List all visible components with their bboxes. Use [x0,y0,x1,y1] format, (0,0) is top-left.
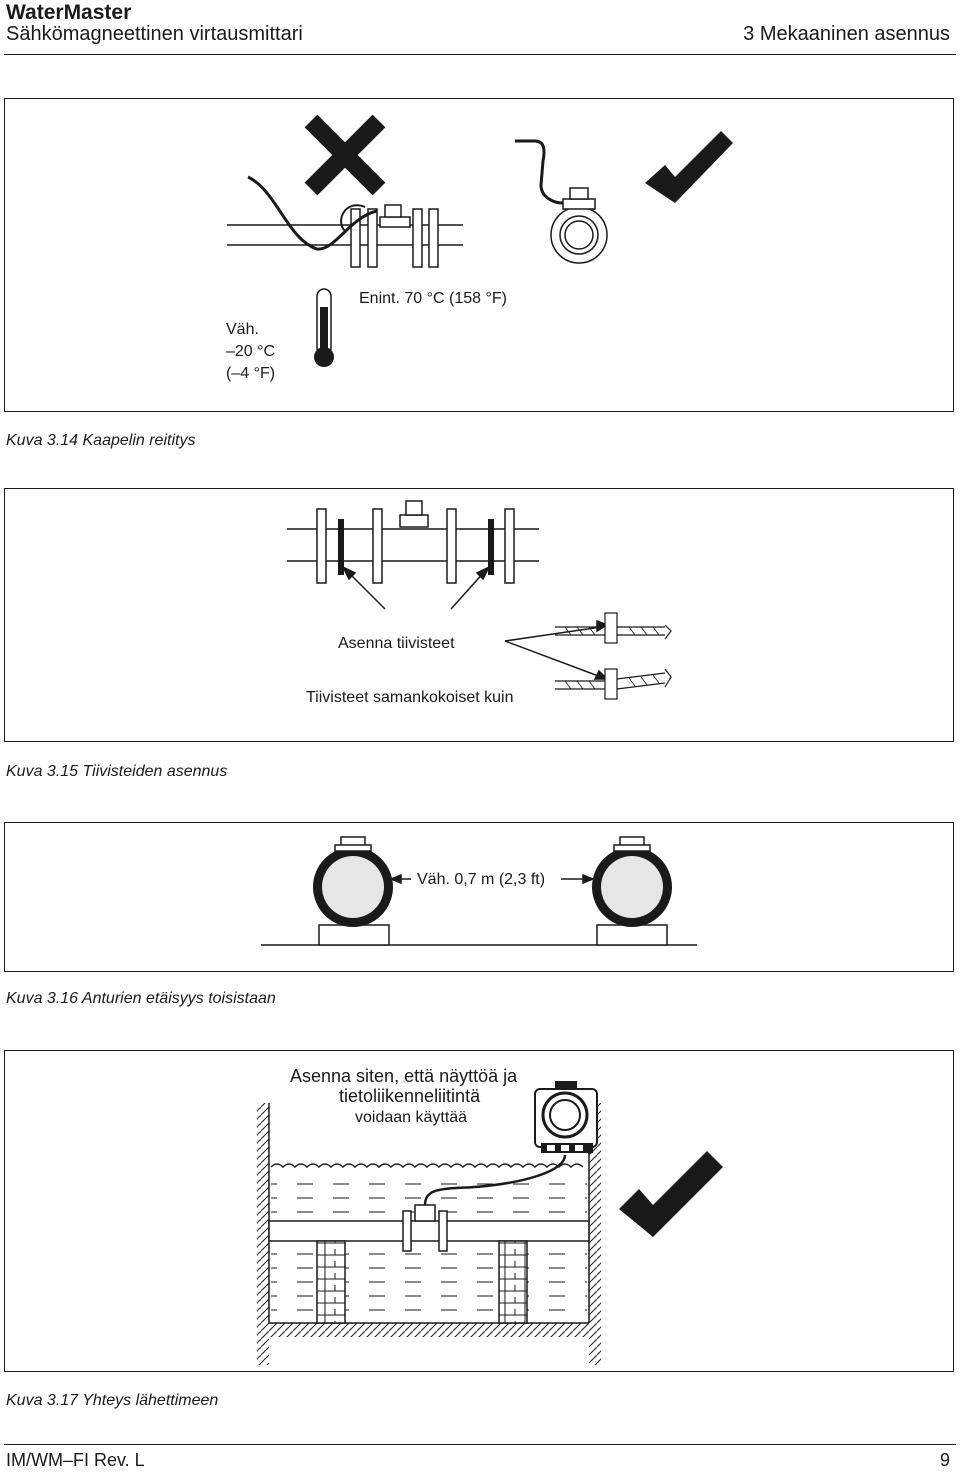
caption-figure-3-15: Kuva 3.15 Tiivisteiden asennus [6,763,228,780]
caption-figure-3-17: Kuva 3.17 Yhteys lähettimeen [6,1392,219,1409]
figure-cable-routing: Enint. 70 °C (158 °F) Väh. –20 °C (–4 °F… [4,98,954,412]
connection-note-line-3: voidaan käyttää [355,1109,468,1126]
brand-title: WaterMaster [6,1,132,24]
figure-gasket-installation: Asenna tiivisteet Tiivisteet samankokois… [4,488,954,742]
section-title: 3 Mekaaninen asennus [743,23,950,45]
max-temperature-label: Enint. 70 °C (158 °F) [359,290,507,307]
transmitter-connection-drawing [257,1081,723,1365]
footer-rule [4,1444,956,1445]
min-temperature-label-1: Väh. [226,321,259,338]
caption-figure-3-14: Kuva 3.14 Kaapelin reititys [6,432,196,449]
install-gaskets-label: Asenna tiivisteet [338,635,455,652]
connection-note-line-1: Asenna siten, että näyttöä ja [290,1066,518,1086]
min-temperature-label-3: (–4 °F) [226,365,276,382]
sensor-spacing-drawing [261,836,697,946]
document-subtitle: Sähkömagneettinen virtausmittari [6,23,303,45]
gasket-installation-drawing [287,500,672,700]
minimum-distance-label: Väh. 0,7 m (2,3 ft) [417,871,546,888]
min-temperature-label-2: –20 °C [226,343,276,360]
figure-sensor-spacing: Väh. 0,7 m (2,3 ft) [4,822,954,972]
figure-transmitter-connection: Asenna siten, että näyttöä ja tietoliike… [4,1050,954,1372]
page-number: 9 [939,1450,950,1470]
caption-figure-3-16: Kuva 3.16 Anturien etäisyys toisistaan [6,990,276,1007]
header-rule [4,54,956,55]
cable-routing-drawing [227,114,733,367]
connection-note-line-2: tietoliikenneliitintä [339,1086,481,1106]
document-revision: IM/WM–FI Rev. L [6,1450,145,1470]
gasket-size-label: Tiivisteet samankokoiset kuin [306,689,514,706]
